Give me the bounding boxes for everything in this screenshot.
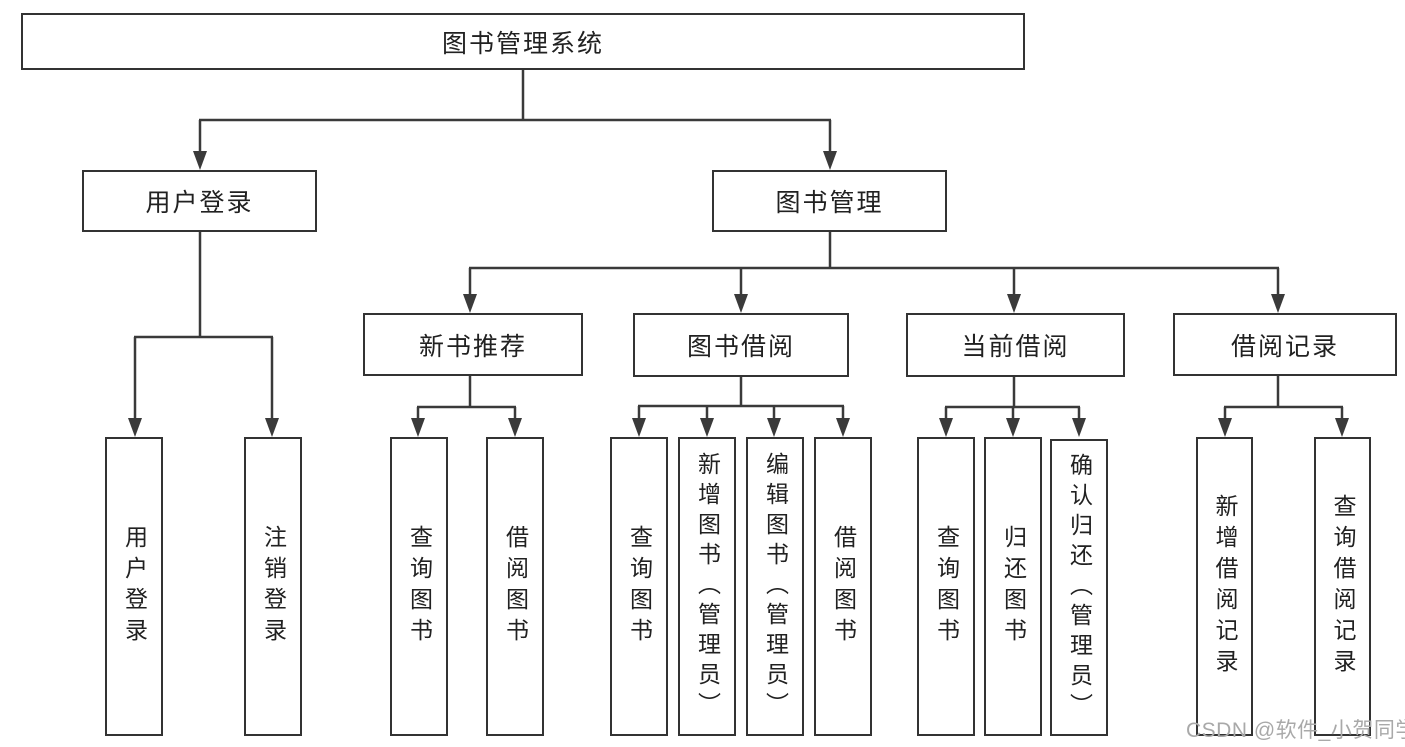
node-user-login: 用户登录 <box>82 170 317 232</box>
leaf-user-login-label: 用户登录 <box>121 524 148 649</box>
leaf-add-book-admin-label: 新增图书（管理员） <box>694 451 721 722</box>
leaf-add-book-admin: 新增图书（管理员） <box>678 437 736 736</box>
leaf-query-books-current: 查询图书 <box>917 437 975 736</box>
node-new-book-recommend: 新书推荐 <box>363 313 583 376</box>
node-current-borrow: 当前借阅 <box>906 313 1125 377</box>
leaf-borrow-books-recommend: 借阅图书 <box>486 437 544 736</box>
leaf-query-books-recommend: 查询图书 <box>390 437 448 736</box>
node-book-borrow: 图书借阅 <box>633 313 849 377</box>
node-book-management-label: 图书管理 <box>775 189 884 217</box>
node-borrow-records-label: 借阅记录 <box>1230 332 1339 361</box>
leaf-user-login: 用户登录 <box>105 437 163 736</box>
leaf-borrow-books-recommend-label: 借阅图书 <box>502 524 529 649</box>
node-root: 图书管理系统 <box>21 13 1025 70</box>
node-root-label: 图书管理系统 <box>441 29 604 58</box>
leaf-query-borrow-record: 查询借阅记录 <box>1314 437 1371 736</box>
leaf-borrow-books-label: 借阅图书 <box>830 524 857 649</box>
leaf-edit-book-admin: 编辑图书（管理员） <box>746 437 804 736</box>
leaf-logout-login-label: 注销登录 <box>260 524 287 649</box>
arrowhead-icons <box>128 151 1349 437</box>
node-book-borrow-label: 图书借阅 <box>686 333 795 361</box>
leaf-confirm-return-admin: 确认归还（管理员） <box>1050 439 1108 736</box>
leaf-query-books-borrow-label: 查询图书 <box>626 524 653 649</box>
leaf-borrow-books: 借阅图书 <box>814 437 872 736</box>
leaf-edit-book-admin-label: 编辑图书（管理员） <box>762 451 789 722</box>
leaf-logout-login: 注销登录 <box>244 437 302 736</box>
leaf-confirm-return-admin-label: 确认归还（管理员） <box>1066 452 1093 723</box>
node-current-borrow-label: 当前借阅 <box>961 333 1070 361</box>
node-new-book-recommend-label: 新书推荐 <box>418 332 527 361</box>
node-book-management: 图书管理 <box>712 170 947 232</box>
leaf-add-borrow-record-label: 新增借阅记录 <box>1212 493 1238 680</box>
leaf-query-books-recommend-label: 查询图书 <box>406 524 433 649</box>
leaf-query-books-borrow: 查询图书 <box>610 437 668 736</box>
leaf-return-books-label: 归还图书 <box>1000 524 1027 649</box>
watermark: CSDN @软件_小贺同学 <box>1186 719 1405 742</box>
leaf-add-borrow-record: 新增借阅记录 <box>1196 437 1253 736</box>
leaf-query-borrow-record-label: 查询借阅记录 <box>1330 493 1356 680</box>
node-user-login-label: 用户登录 <box>145 189 254 217</box>
leaf-return-books: 归还图书 <box>984 437 1042 736</box>
leaf-query-books-current-label: 查询图书 <box>933 524 960 649</box>
node-borrow-records: 借阅记录 <box>1173 313 1397 376</box>
